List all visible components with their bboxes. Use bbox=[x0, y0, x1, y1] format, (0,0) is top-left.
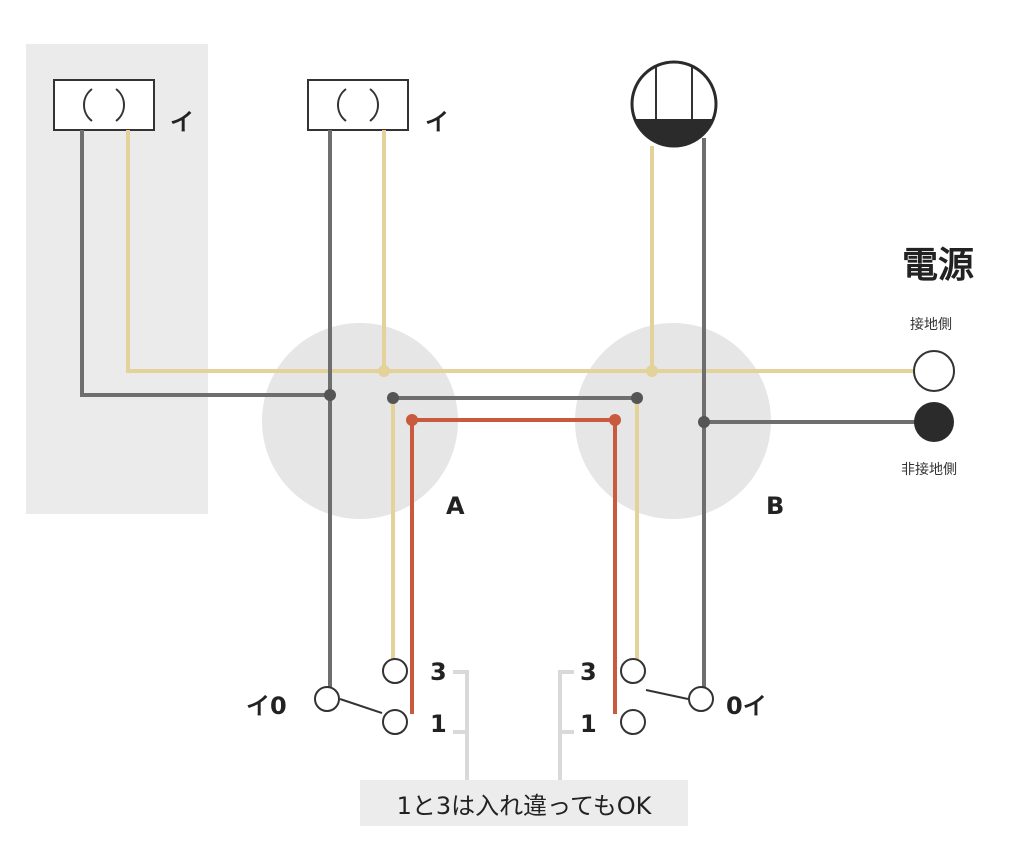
sb-terminal-3-label: 3 bbox=[580, 658, 597, 686]
fixture-1 bbox=[53, 79, 155, 131]
power-title: 電源 bbox=[902, 245, 975, 286]
sb-terminal-1-label: 1 bbox=[580, 710, 597, 738]
fixture-2 bbox=[307, 79, 409, 131]
ground-side-label: 接地側 bbox=[910, 317, 952, 333]
sa-terminal-3-label: 3 bbox=[430, 658, 447, 686]
nonground-side-label: 非接地側 bbox=[901, 462, 957, 478]
junction-dots bbox=[324, 365, 710, 428]
note-text: 1と3は入れ違ってもOK bbox=[396, 791, 652, 820]
sa-terminal-1-label: 1 bbox=[430, 710, 447, 738]
red-wire bbox=[410, 418, 617, 714]
switch-b bbox=[620, 658, 714, 735]
gray-wires bbox=[80, 130, 918, 688]
switch-b-common-label: 0イ bbox=[726, 692, 767, 720]
lamp-fixture bbox=[630, 60, 718, 148]
fixture-2-label: イ bbox=[425, 108, 449, 136]
switch-a bbox=[314, 658, 408, 735]
switch-a-common-label: イ0 bbox=[246, 692, 287, 720]
fixture-1-label: イ bbox=[170, 108, 194, 136]
nonground-terminal bbox=[914, 402, 954, 442]
note-brackets bbox=[453, 670, 574, 780]
box-a-label: A bbox=[446, 492, 465, 520]
box-b-label: B bbox=[766, 492, 785, 520]
ground-terminal bbox=[913, 350, 955, 392]
note-box: 1と3は入れ違ってもOK bbox=[360, 780, 688, 826]
